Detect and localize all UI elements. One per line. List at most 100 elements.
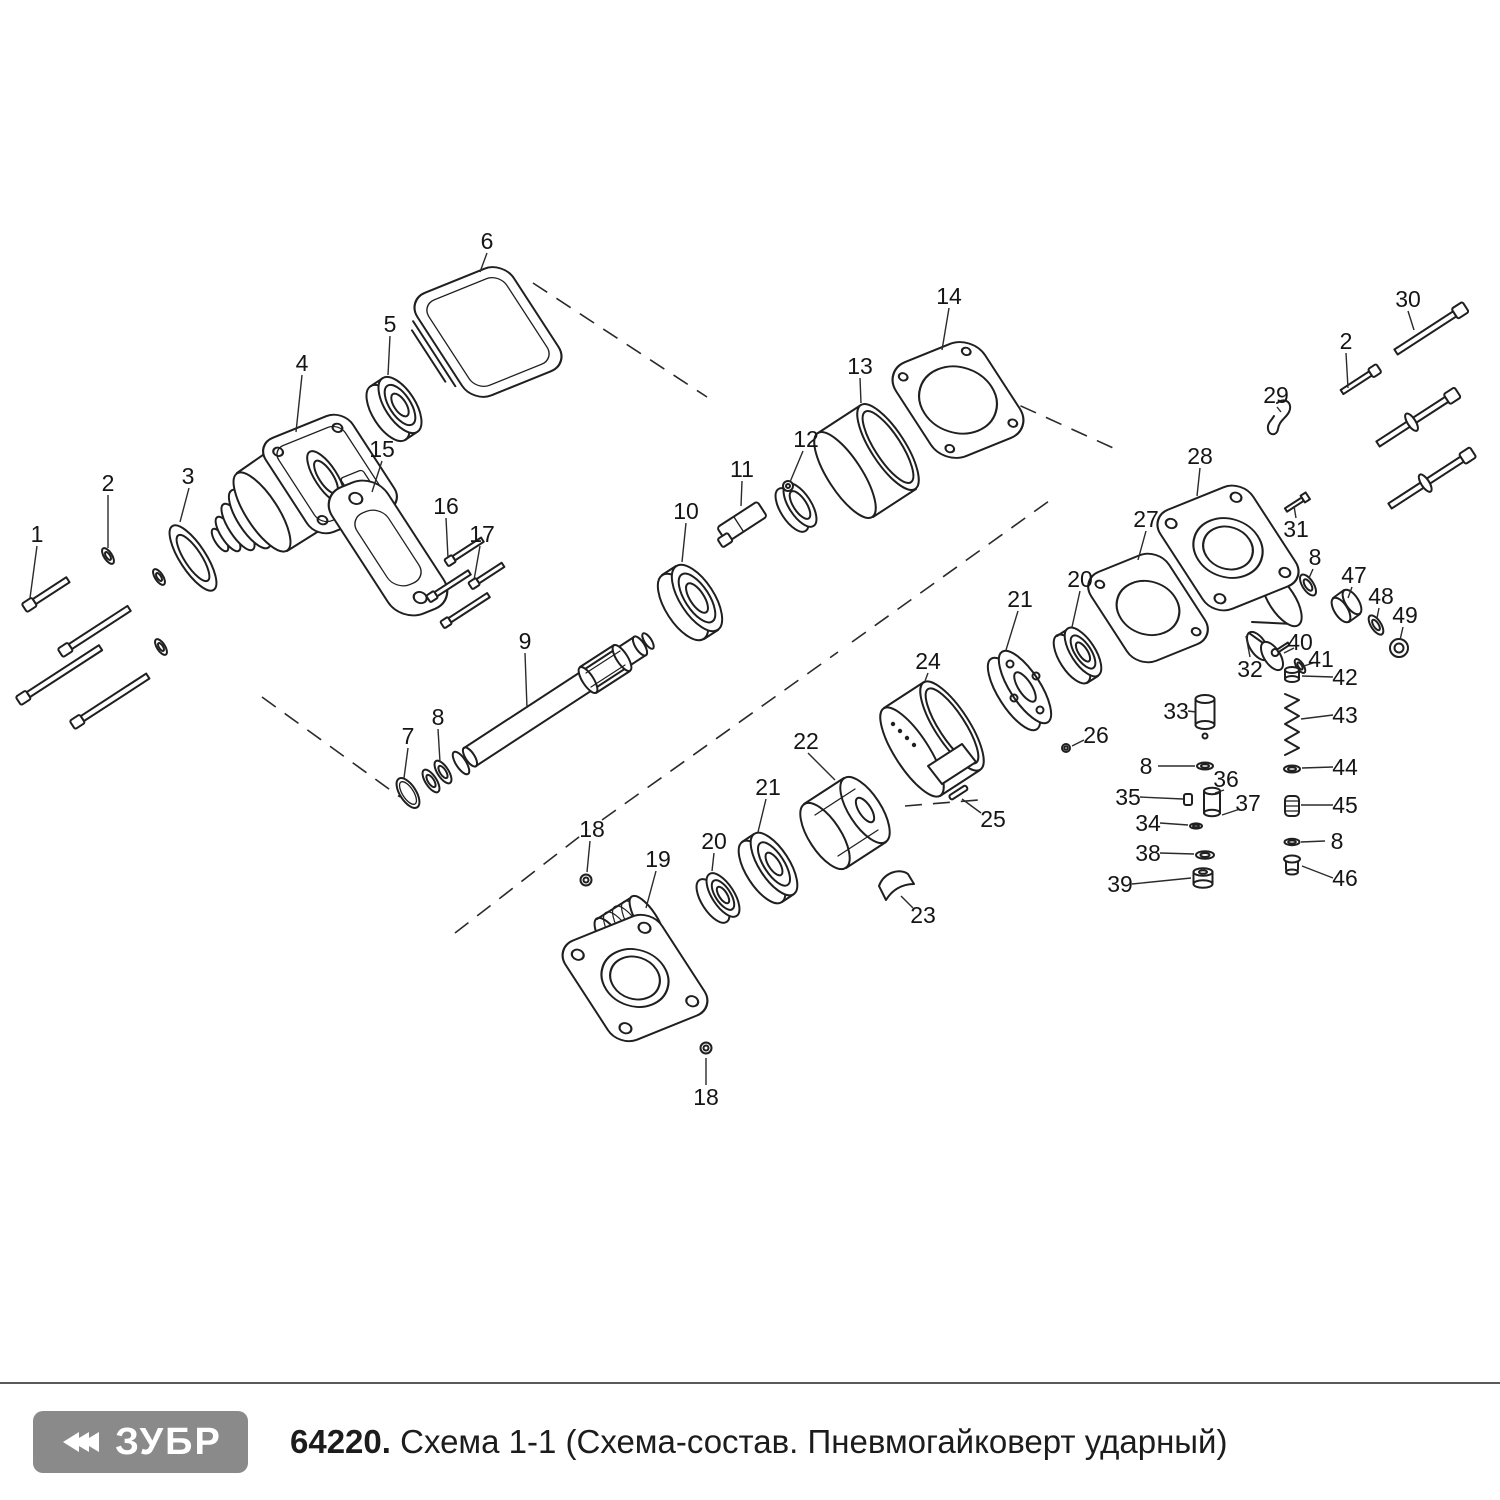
footer: ЗУБР 64220. Схема 1-1 (Схема-состав. Пне… <box>0 1382 1500 1500</box>
part-31-pin <box>1283 491 1311 513</box>
part-6-gasket <box>410 266 563 398</box>
part-28-hammer-case <box>1156 484 1303 672</box>
leader-line-49 <box>1399 626 1404 641</box>
part-label-36: 36 <box>1213 766 1239 792</box>
part-16-17-screws <box>425 536 506 629</box>
part-45-valve-stack <box>1284 795 1300 817</box>
part-8-washer-trigger <box>1196 761 1214 771</box>
leader-line-47 <box>1347 586 1353 599</box>
leader-line-8 <box>1300 840 1326 843</box>
leader-line-30 <box>1407 310 1415 331</box>
leader-line-10 <box>681 522 687 563</box>
leader-line-20 <box>711 852 715 872</box>
part-label-22: 22 <box>793 728 819 754</box>
part-label-15: 15 <box>369 436 395 462</box>
leader-line-20 <box>1071 590 1081 628</box>
leader-line-6 <box>479 252 488 273</box>
part-21-cam-plate <box>986 649 1053 732</box>
leader-line-28 <box>1196 467 1201 497</box>
leader-line-17 <box>473 545 481 581</box>
leader-line-5 <box>387 335 391 376</box>
part-2-washers <box>101 547 168 656</box>
part-label-43: 43 <box>1332 702 1358 728</box>
leader-line-48 <box>1376 607 1380 619</box>
part-label-42: 42 <box>1332 664 1358 690</box>
zubr-arrow-icon <box>63 1432 100 1452</box>
part-label-2: 2 <box>1340 328 1353 354</box>
part-40-screw <box>1270 641 1291 658</box>
part-43-spring <box>1284 693 1300 756</box>
part-49-nut <box>1389 638 1409 658</box>
part-10-bearing <box>656 563 724 642</box>
leader-line-26 <box>1071 739 1085 747</box>
leader-line-35 <box>1139 796 1184 800</box>
part-33-trigger-bushing <box>1194 694 1216 740</box>
leader-line-1 <box>29 545 38 599</box>
part-36-valve-sleeve <box>1203 786 1221 818</box>
part-label-28: 28 <box>1187 443 1213 469</box>
part-label-19: 19 <box>645 846 671 872</box>
leader-line-40 <box>1283 647 1295 654</box>
part-5-bearing <box>365 375 423 443</box>
part-label-4: 4 <box>296 350 309 376</box>
part-label-18: 18 <box>693 1084 719 1110</box>
part-label-14: 14 <box>936 283 962 309</box>
leader-line-31 <box>1293 505 1297 519</box>
part-39-nut <box>1192 867 1214 889</box>
part-18-screws <box>579 873 713 1055</box>
leader-line-21 <box>1005 610 1019 651</box>
part-label-10: 10 <box>673 498 699 524</box>
part-label-46: 46 <box>1332 865 1358 891</box>
part-label-23: 23 <box>910 902 936 928</box>
part-label-31: 31 <box>1283 516 1309 542</box>
part-label-44: 44 <box>1332 754 1358 780</box>
part-label-48: 48 <box>1368 583 1394 609</box>
leader-line-23 <box>900 895 914 909</box>
leader-line-25 <box>961 798 982 814</box>
leader-line-9 <box>524 652 528 709</box>
part-23-anvil <box>878 870 915 901</box>
part-label-12: 12 <box>793 426 819 452</box>
leader-line-43 <box>1300 714 1334 720</box>
part-35-pin <box>1183 793 1193 806</box>
part-9-rotor-shaft <box>451 632 655 776</box>
part-label-20: 20 <box>701 828 727 854</box>
part-44-washer <box>1283 764 1301 774</box>
part-label-8: 8 <box>1140 753 1153 779</box>
part-24-hammer-cage <box>879 680 985 798</box>
part-30-bolt <box>1393 301 1470 356</box>
brand-logo: ЗУБР <box>33 1411 248 1473</box>
part-label-24: 24 <box>915 648 941 674</box>
part-47-bushing <box>1330 588 1363 624</box>
part-label-29: 29 <box>1263 382 1289 408</box>
leader-line-15 <box>371 460 383 493</box>
part-label-3: 3 <box>182 463 195 489</box>
part-label-26: 26 <box>1083 722 1109 748</box>
part-25-pin <box>948 784 969 801</box>
part-42-bushing <box>1284 666 1300 683</box>
part-label-45: 45 <box>1332 792 1358 818</box>
part-label-21: 21 <box>755 774 781 800</box>
leader-line-36 <box>1214 789 1225 794</box>
part-label-41: 41 <box>1308 646 1334 672</box>
exploded-parts-diagram: 1234561516179781011121314181920212223242… <box>15 228 1477 1110</box>
part-label-1: 1 <box>31 521 44 547</box>
part-label-40: 40 <box>1287 629 1313 655</box>
part-label-32: 32 <box>1237 656 1263 682</box>
part-27-gasket <box>1087 552 1209 664</box>
part-label-18: 18 <box>579 816 605 842</box>
part-2-screw-right <box>1339 363 1382 396</box>
part-3-oring <box>168 524 218 592</box>
part-label-11: 11 <box>730 456 754 482</box>
part-8-washers <box>421 759 453 794</box>
leader-line-29 <box>1276 406 1282 413</box>
part-21-washer-lower <box>737 831 799 905</box>
part-34-oring <box>1189 822 1203 830</box>
part-label-27: 27 <box>1133 506 1159 532</box>
part-label-35: 35 <box>1115 784 1141 810</box>
leader-line-2 <box>1345 352 1349 389</box>
part-20-bearing-lower <box>695 872 741 924</box>
leader-line-32 <box>1245 635 1251 658</box>
part-label-34: 34 <box>1135 810 1161 836</box>
leader-line-16 <box>445 517 449 559</box>
